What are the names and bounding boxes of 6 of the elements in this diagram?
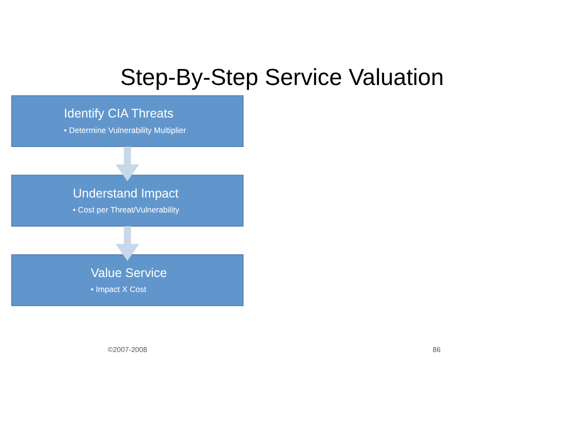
node-box: Value Service • Impact X Cost [11, 254, 244, 306]
node-box: Understand Impact • Cost per Threat/Vulnerability [11, 174, 244, 227]
arrow [116, 146, 140, 182]
arrow [116, 226, 140, 261]
diagram-title: Step-By-Step Service Valuation [120, 64, 444, 90]
node-box: Identify CIA Threats • Determine Vulnerability Multiplier [11, 95, 244, 148]
